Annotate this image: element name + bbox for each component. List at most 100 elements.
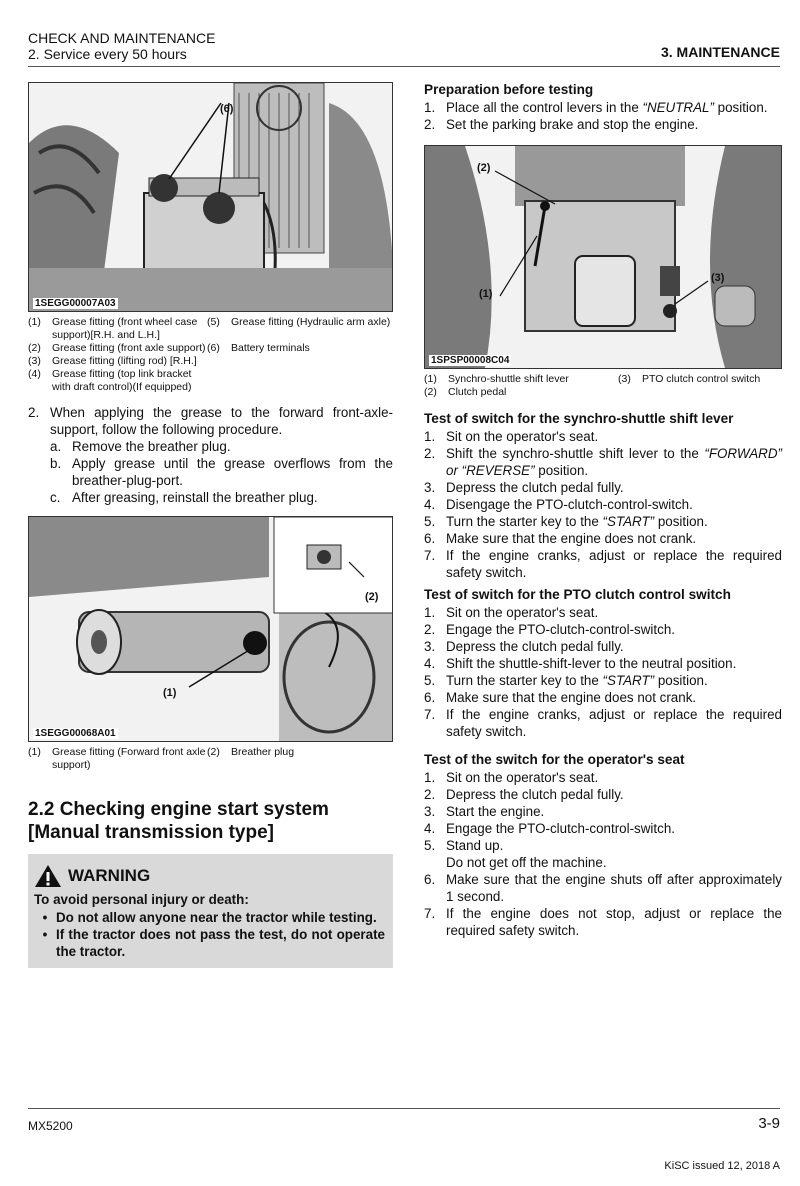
step-text: Set the parking brake and stop the engin… xyxy=(446,117,699,132)
list-item: 6.Make sure that the engine does not cra… xyxy=(424,689,782,706)
callout-2: (2) xyxy=(477,162,491,174)
callout-2: (2) xyxy=(365,591,379,603)
legend-num: (2) xyxy=(424,386,437,398)
header-right-title: 3. MAINTENANCE xyxy=(660,44,780,60)
step-text: Sit on the operator's seat. xyxy=(446,770,599,785)
battery-illustration xyxy=(29,83,392,311)
legend-num: (3) xyxy=(28,355,41,367)
legend-text: Grease fitting (Hydraulic arm axle) xyxy=(231,316,391,328)
list-item: 1.Sit on the operator's seat. xyxy=(424,604,782,621)
warning-item: Do not allow anyone near the tractor whi… xyxy=(56,910,377,925)
footer-issued: KiSC issued 12, 2018 A xyxy=(664,1160,780,1172)
step-number: 1. xyxy=(424,100,436,115)
step-text: Depress the clutch pedal fully. xyxy=(446,480,624,495)
list-item: 7.If the engine cranks, adjust or replac… xyxy=(424,707,782,739)
test-seat-title: Test of the switch for the operator's se… xyxy=(424,752,685,767)
step-text: Shift the shuttle-shift-lever to the neu… xyxy=(446,656,737,671)
page-number: 3-9 xyxy=(758,1115,780,1132)
test-pto-steps: 1.Sit on the operator's seat. 2.Engage t… xyxy=(424,604,782,740)
step-text: Depress the clutch pedal fully. xyxy=(446,787,624,802)
list-item: •Do not allow anyone near the tractor wh… xyxy=(34,909,385,926)
list-item: Do not get off the machine. xyxy=(424,854,782,871)
figure-id: 1SEGG00007A03 xyxy=(33,298,118,309)
grease-step-list: 2. When applying the grease to the forwa… xyxy=(28,404,393,438)
right-column: Preparation before testing 1.Place all t… xyxy=(424,82,782,939)
list-item: c. After greasing, reinstall the breather… xyxy=(50,489,393,506)
step-text: Sit on the operator's seat. xyxy=(446,429,599,444)
step-text: If the engine does not stop, adjust or r… xyxy=(446,906,782,938)
list-item: 3.Depress the clutch pedal fully. xyxy=(424,479,782,496)
list-item: 7.If the engine cranks, adjust or replac… xyxy=(424,548,782,580)
legend-text: PTO clutch control switch xyxy=(642,373,761,385)
grease-substeps: a.Remove the breather plug. b.Apply grea… xyxy=(28,438,393,506)
step-text: Turn the starter key to the “START” posi… xyxy=(446,514,708,529)
legend-num: (1) xyxy=(28,746,41,758)
list-item: 1.Sit on the operator's seat. xyxy=(424,428,782,445)
figure-id: 1SPSP00008C04 xyxy=(429,355,512,366)
step-text: Place all the control levers in the “NEU… xyxy=(446,100,768,115)
step-text: Disengage the PTO-clutch-control-switch. xyxy=(446,497,693,512)
list-item: 4.Shift the shuttle-shift-lever to the n… xyxy=(424,655,782,672)
test-shuttle-steps: 1.Sit on the operator's seat. 2.Shift th… xyxy=(424,428,782,581)
legend-num: (2) xyxy=(28,342,41,354)
list-item: 4.Engage the PTO-clutch-control-switch. xyxy=(424,820,782,837)
substep-letter: c. xyxy=(50,490,61,505)
step-number: 2. xyxy=(424,117,436,132)
test-seat-steps: 1.Sit on the operator's seat. 2.Depress … xyxy=(424,769,782,939)
running-header: CHECK AND MAINTENANCE 2. Service every 5… xyxy=(28,30,215,62)
list-item: 3.Depress the clutch pedal fully. xyxy=(424,638,782,655)
step-text: If the engine cranks, adjust or replace … xyxy=(446,548,782,580)
list-item: 5.Turn the starter key to the “START” po… xyxy=(424,513,782,530)
section-subtitle: 2. Service every 50 hours xyxy=(28,46,187,62)
step-number: 2. xyxy=(28,405,40,420)
substep-text: After greasing, reinstall the breather p… xyxy=(72,490,318,505)
legend-text: Grease fitting (front wheel case support… xyxy=(52,316,198,341)
list-item: b.Apply grease until the grease overflow… xyxy=(50,455,393,489)
legend-num: (4) xyxy=(28,368,41,380)
legend-text: Grease fitting (lifting rod) [R.H.] xyxy=(52,355,197,367)
step-text: Shift the synchro-shuttle shift lever to… xyxy=(446,446,782,478)
list-item: 1. Place all the control levers in the “N… xyxy=(424,99,782,116)
warning-list: •Do not allow anyone near the tractor wh… xyxy=(34,909,385,960)
substep-letter: b. xyxy=(50,456,62,471)
legend-num: (5) xyxy=(207,316,220,328)
substep-letter: a. xyxy=(50,439,62,454)
list-item: 3.Start the engine. xyxy=(424,803,782,820)
list-item: a.Remove the breather plug. xyxy=(50,438,393,455)
legend-num: (1) xyxy=(28,316,41,328)
header-rule xyxy=(28,66,780,67)
test-shuttle-title: Test of switch for the synchro-shuttle s… xyxy=(424,411,734,426)
legend-text: Synchro-shuttle shift lever xyxy=(448,373,569,385)
legend-text: Grease fitting (Forward front axle suppo… xyxy=(52,746,206,771)
step-text: Do not get off the machine. xyxy=(446,855,607,870)
step-text: When applying the grease to the forward … xyxy=(50,405,393,437)
list-item: 5.Turn the starter key to the “START” po… xyxy=(424,672,782,689)
step-text: Engage the PTO-clutch-control-switch. xyxy=(446,821,675,836)
callout-1: (1) xyxy=(479,288,493,300)
step-text: Start the engine. xyxy=(446,804,545,819)
list-item: 2.Engage the PTO-clutch-control-switch. xyxy=(424,621,782,638)
figure-id: 1SEGG00068A01 xyxy=(33,728,118,739)
step-text: Sit on the operator's seat. xyxy=(446,605,599,620)
legend-num: (1) xyxy=(424,373,437,385)
figure3-legend: (1) Synchro-shuttle shift lever (3) PTO … xyxy=(424,373,782,399)
figure-battery-grease: (6) 1SEGG00007A03 xyxy=(28,82,393,312)
callout-6: (6) xyxy=(220,103,234,115)
list-item: 1.Sit on the operator's seat. xyxy=(424,769,782,786)
warning-triangle-icon xyxy=(35,865,61,887)
warning-header: WARNING xyxy=(34,864,385,888)
figure-operator-station: (2) (1) (3) 1SPSP00008C04 xyxy=(424,145,782,369)
list-item: 6.Make sure that the engine does not cra… xyxy=(424,530,782,547)
figure2-legend: (1) Grease fitting (Forward front axle s… xyxy=(28,746,393,772)
left-column: (6) 1SEGG00007A03 (1) Grease fitting (fr… xyxy=(28,82,393,968)
legend-text: Clutch pedal xyxy=(448,386,507,398)
step-text: Stand up. xyxy=(446,838,504,853)
callout-1: (1) xyxy=(163,687,177,699)
chapter-title: CHECK AND MAINTENANCE xyxy=(28,30,216,46)
legend-num: (6) xyxy=(207,342,220,354)
list-item: 2. Set the parking brake and stop the eng… xyxy=(424,116,782,133)
list-item: 4.Disengage the PTO-clutch-control-switc… xyxy=(424,496,782,513)
warning-title: WARNING xyxy=(68,866,151,885)
legend-text: Grease fitting (top link bracket with dr… xyxy=(52,368,192,393)
legend-text: Grease fitting (front axle support) xyxy=(52,342,206,354)
